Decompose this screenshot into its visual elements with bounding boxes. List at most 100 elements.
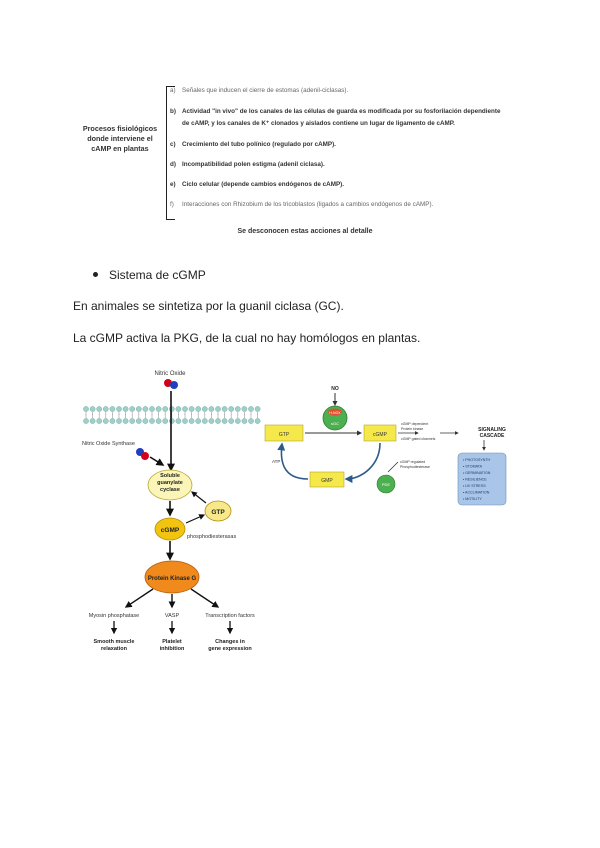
list-item: f)Interacciones con Rhizobium de los tri… [170,201,434,208]
membrane-lipid-head [102,406,109,412]
target-label: Protein kinase [401,427,423,431]
target-label: cGMP dependent [401,422,428,426]
sgc-label: guanylate [157,480,183,486]
membrane-lipid-head [208,406,215,412]
membrane-lipid-head [188,418,195,424]
bullet-text: Sistema de cGMP [109,268,206,282]
membrane-lipid-head [188,406,195,412]
cgmp-label: cGMP [161,527,180,534]
pde-label: phosphodiesterasas [187,534,236,540]
membrane-lipid-head [202,418,208,424]
membrane-lipid-head [142,406,149,412]
camp-processes-figure: Procesos fisiológicos donde interviene e… [70,80,540,245]
effect-label: inhibition [160,646,185,652]
membrane-lipid-head [102,418,109,424]
membrane-lipid-head [149,418,155,424]
list-item: a)Señales que inducen el cierre de estom… [170,87,349,94]
figure1-note: Se desconocen estas acciones al detalle [237,228,373,235]
membrane-lipid-head [195,418,201,424]
membrane-lipid-head [96,418,103,424]
sgc-label: sGC [331,421,339,426]
membrane-lipid-head [175,418,182,424]
membrane-lipid-head [136,406,142,412]
target-label: cGMP gated channels [401,437,436,441]
gtp-label: GTP [279,432,290,438]
nos-label: Nitric Oxide Synthase [82,441,135,447]
figure1-side-label: Procesos fisiológicos donde interviene e… [82,124,158,153]
effect-label: relaxation [101,646,128,652]
membrane-lipid-head [248,406,254,412]
gmp-node [309,471,345,488]
membrane-lipid-head [182,406,188,412]
membrane-lipid-head [228,418,234,424]
gmp-label: GMP [321,478,333,484]
output-item: • GERMINATION [463,471,491,475]
cgmp-label: cGMP [373,432,388,438]
effect-label: Changes in [215,639,245,645]
membrane-lipid-head [155,418,162,424]
effect-label: Smooth muscle [94,639,135,645]
bullet-icon [93,272,98,278]
cgmp-node [363,424,397,442]
membrane-lipid-head [162,406,168,412]
cascade-label: SIGNALING [478,427,506,433]
pde-label: PDE [382,482,391,487]
list-item: b)Actividad "in vivo" de los canales de … [170,108,501,115]
sgc-label: Soluble [160,473,180,479]
hnox-label: H-NOX [329,411,341,415]
membrane-lipid-head [228,406,234,412]
list-item: d)Incompatibilidad polen estigma (adenil… [170,161,325,168]
sgc-label: cyclase [160,487,180,493]
output-item: • RESILIENCE [463,478,487,482]
output-item: • UV STRESS [463,484,486,488]
membrane-lipid-head [122,418,129,424]
pde-node [376,474,396,494]
membrane-lipid-head [202,406,208,412]
membrane-lipid-head [155,406,162,412]
figure1-bracket [166,86,175,220]
sgc-node [147,469,193,501]
gtp-node [264,424,304,442]
membrane-lipid-head [254,418,261,424]
membrane-lipid-head [116,406,122,412]
membrane-lipid-head [162,418,168,424]
membrane-lipid-head [241,418,248,424]
list-item-continuation: de cAMP, y los canales de K⁺ clonados y … [182,120,455,127]
pde-note: cGMP regulated [400,460,425,464]
paragraph: En animales se sintetiza por la guanil c… [73,299,344,313]
membrane-lipid-head [215,418,221,424]
membrane-lipid-head [116,418,122,424]
no-label: NO [331,386,339,392]
list-item: e)Ciclo celular (depende cambios endógen… [170,181,345,188]
plant-cgmp-signaling-diagram: NO H-NOX sGC GTP cGMP GMP PDE ATP cGMP d… [262,380,542,510]
membrane-lipid-head [221,406,228,412]
atp-label: ATP [272,459,280,464]
membrane-lipid-head [96,406,103,412]
cell-membrane [83,406,261,424]
membrane-lipid-head [83,406,89,412]
membrane-lipid-head [215,406,221,412]
membrane-lipid-head [83,418,89,424]
nitric-oxide-label: Nitric Oxide [154,371,186,377]
membrane-lipid-head [234,406,241,412]
hnox-domain [328,408,342,416]
pkg-node [144,560,200,594]
pde-note: Phosphodiesterase [400,465,430,469]
membrane-lipid-head [208,418,215,424]
membrane-lipid-head [221,418,228,424]
output-item: • PHOTOSYNTH [463,458,491,462]
membrane-lipid-head [241,406,248,412]
membrane-lipid-head [89,418,96,424]
membrane-lipid-head [109,406,116,412]
gtp-node [204,500,232,522]
cgmp-pathway-diagram: Nitric Oxide Nitric Oxide Synthase Solub… [78,365,268,665]
membrane-lipid-head [248,418,254,424]
nos-molecule-icon [136,448,149,460]
membrane-lipid-head [142,418,149,424]
target-label: VASP [165,613,180,619]
output-item: • MOTILITY [463,497,482,501]
membrane-lipid-head [136,418,142,424]
membrane-lipid-head [182,418,188,424]
gtp-label: GTP [211,509,225,516]
outputs-box [457,452,507,506]
